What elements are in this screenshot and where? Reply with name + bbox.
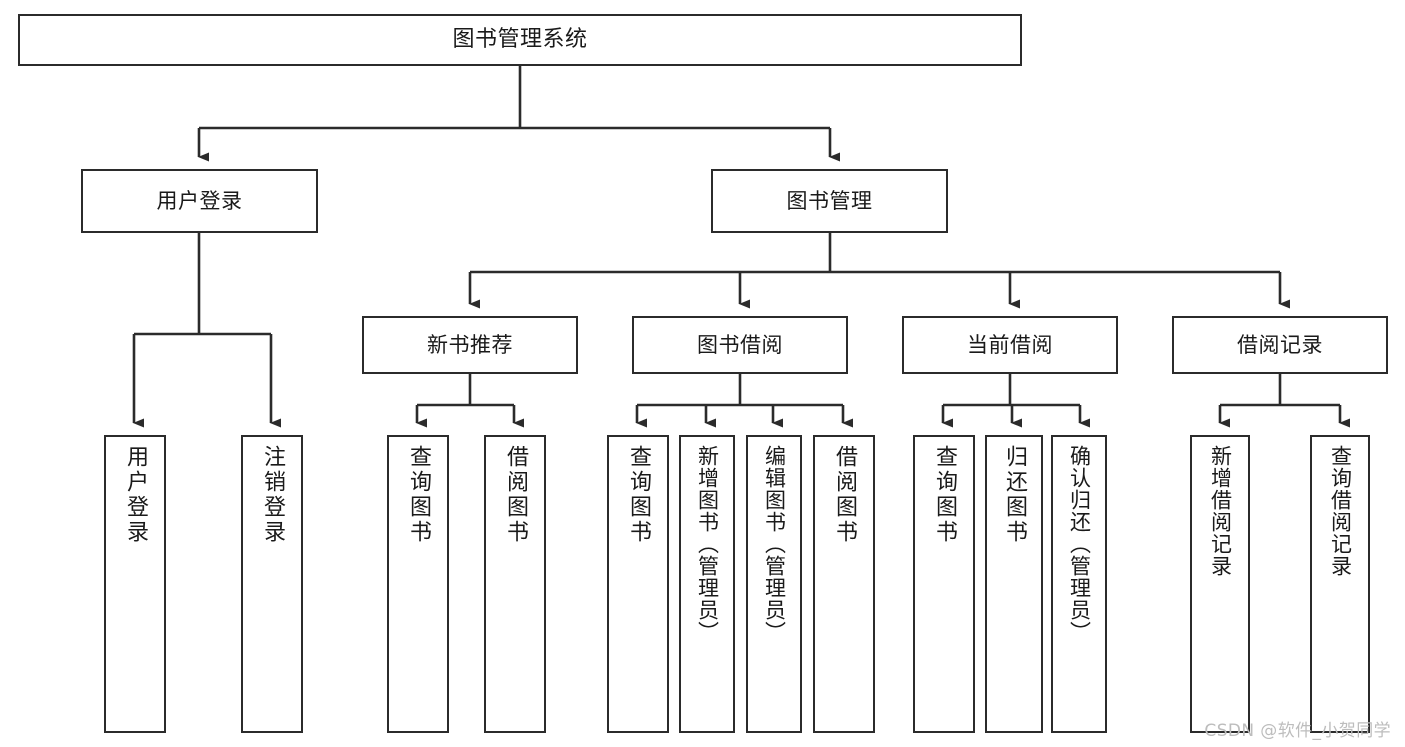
node-label: 查询图书 <box>406 445 431 545</box>
watermark: CSDN @软件_小贺同学 <box>1204 721 1391 741</box>
leaf-borrow-book-borrow[interactable]: 借阅图书 <box>813 435 875 733</box>
node-label: 新增借阅记录 <box>1208 445 1233 577</box>
leaf-user-login[interactable]: 用户登录 <box>104 435 166 733</box>
node-label: 新书推荐 <box>427 332 513 357</box>
node-label: 图书管理 <box>786 188 873 213</box>
leaf-borrow-book-recommend[interactable]: 借阅图书 <box>484 435 546 733</box>
node-label: 借阅图书 <box>503 445 528 545</box>
node-book-management[interactable]: 图书管理 <box>711 169 948 233</box>
node-label: 归还图书 <box>1002 445 1027 545</box>
leaf-query-borrow-record[interactable]: 查询借阅记录 <box>1310 435 1370 733</box>
leaf-query-book-current[interactable]: 查询图书 <box>913 435 975 733</box>
leaf-user-logout[interactable]: 注销登录 <box>241 435 303 733</box>
node-new-book-recommend[interactable]: 新书推荐 <box>362 316 578 374</box>
leaf-add-borrow-record[interactable]: 新增借阅记录 <box>1190 435 1250 733</box>
leaf-return-book[interactable]: 归还图书 <box>985 435 1043 733</box>
node-label: 图书管理系统 <box>452 27 588 53</box>
node-label: 新增图书（管理员） <box>695 445 720 643</box>
node-label: 查询图书 <box>626 445 651 545</box>
node-label: 查询借阅记录 <box>1328 445 1353 577</box>
node-borrow-record[interactable]: 借阅记录 <box>1172 316 1388 374</box>
node-label: 注销登录 <box>260 445 285 545</box>
node-label: 当前借阅 <box>967 332 1053 357</box>
node-root-book-management-system[interactable]: 图书管理系统 <box>18 14 1022 66</box>
node-label: 图书借阅 <box>697 332 783 357</box>
node-label: 借阅记录 <box>1237 332 1323 357</box>
leaf-query-book-recommend[interactable]: 查询图书 <box>387 435 449 733</box>
node-label: 用户登录 <box>156 188 243 213</box>
node-label: 确认归还（管理员） <box>1067 445 1092 643</box>
node-label: 借阅图书 <box>832 445 857 545</box>
node-current-borrow[interactable]: 当前借阅 <box>902 316 1118 374</box>
node-label: 用户登录 <box>123 445 148 545</box>
node-label: 查询图书 <box>932 445 957 545</box>
leaf-query-book-borrow[interactable]: 查询图书 <box>607 435 669 733</box>
leaf-add-book-admin[interactable]: 新增图书（管理员） <box>679 435 735 733</box>
node-label: 编辑图书（管理员） <box>762 445 787 643</box>
node-user-login[interactable]: 用户登录 <box>81 169 318 233</box>
node-book-borrow[interactable]: 图书借阅 <box>632 316 848 374</box>
leaf-confirm-return-admin[interactable]: 确认归还（管理员） <box>1051 435 1107 733</box>
leaf-edit-book-admin[interactable]: 编辑图书（管理员） <box>746 435 802 733</box>
